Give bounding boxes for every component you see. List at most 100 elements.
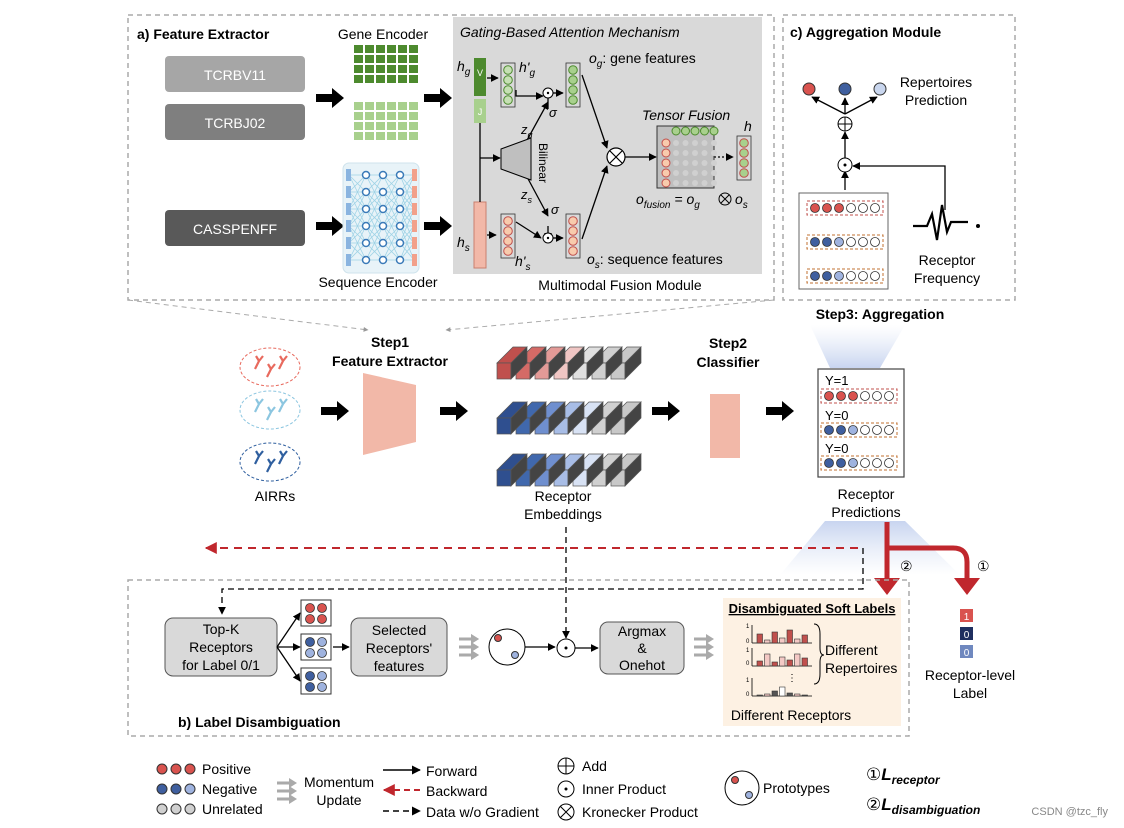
topk-dot [317, 637, 327, 647]
soft-labels-panel [723, 598, 901, 726]
vector-unit [568, 246, 578, 256]
soft-labels-title: Disambiguated Soft Labels [729, 601, 896, 616]
vector-frame [565, 213, 581, 259]
receptor-icon [278, 450, 288, 465]
tensor-cell [692, 170, 698, 176]
aggregation-panel [782, 14, 1016, 301]
row-dot [824, 425, 834, 435]
momentum-arrowhead [471, 634, 479, 644]
row-dot [884, 425, 894, 435]
soft-label-bar [779, 686, 786, 697]
classifier-block [710, 394, 740, 458]
sigma-g-label: σ [549, 105, 558, 120]
bilinear-block [500, 137, 532, 181]
topk-label-1: Top-K [203, 621, 240, 637]
encoder-cell [387, 122, 396, 130]
legend-l-disambiguation: ②Ldisambiguation [866, 795, 980, 817]
vector-unit [568, 216, 578, 226]
tensor-gene-unit [681, 126, 690, 136]
legend-l-receptor: ①Lreceptor [866, 765, 941, 787]
gene-encoder-grid-j [354, 102, 418, 140]
aggregation-receptor-rows [806, 200, 884, 284]
encoder-cell [398, 55, 407, 63]
repertoires-brace [813, 623, 825, 685]
encoder-cell [387, 55, 396, 63]
embedding-bar-side [605, 453, 623, 487]
aggregation-title: c) Aggregation Module [790, 24, 941, 40]
tensor-gene-unit [709, 126, 719, 136]
multimodal-fusion-label: Multimodal Fusion Module [538, 277, 702, 293]
encoder-token [412, 186, 417, 198]
soft-label-bar [786, 692, 793, 697]
receptor-level-label-1: Receptor-level [925, 667, 1015, 683]
panel-a-arrows [316, 88, 452, 236]
momentum-bar [277, 789, 289, 793]
soft-label-bar [801, 694, 808, 697]
prediction-y0b: Y=0 [825, 441, 849, 456]
row-dot [858, 237, 868, 247]
receptor-predictions-label-1: Receptor [838, 486, 895, 502]
panel-a-connector-right [445, 299, 775, 333]
receptor-embeddings-label-1: Receptor [535, 488, 592, 504]
tensor-cell [701, 170, 708, 176]
encoder-cell [376, 65, 385, 73]
label-disambiguation-panel [127, 579, 910, 737]
row-dot [824, 458, 834, 468]
vector-unit [739, 148, 749, 158]
momentum-arrowhead [706, 634, 714, 644]
row-dot [810, 271, 820, 281]
loss-2-marker: ② [900, 558, 913, 574]
tensor-cell [711, 150, 717, 156]
topk-group-frame [300, 633, 332, 661]
row-dot [872, 425, 882, 435]
encoder-cell [409, 112, 418, 120]
receptor-icon [254, 355, 264, 370]
axis-one-3: 1 [746, 678, 750, 684]
selected-label-3: features [374, 658, 425, 674]
encoder-cell [376, 75, 385, 83]
encoder-cell [409, 65, 418, 73]
h-prime-s-label: h's [515, 253, 530, 273]
soft-label-bar [771, 631, 778, 644]
tensor-seq-unit [661, 178, 671, 188]
prediction-y1: Y=1 [825, 373, 849, 388]
row-dot [810, 237, 820, 247]
encoder-cell [354, 112, 363, 120]
watermark: CSDN @tzc_fly [1031, 806, 1108, 818]
legend-momentum-label-1: Momentum [304, 774, 374, 790]
step2-label-1: Step2 [709, 335, 747, 351]
pipeline-arrows [321, 401, 794, 421]
vector-unit [503, 95, 513, 105]
embedding-bar-front [496, 417, 512, 435]
row-dot [858, 271, 868, 281]
row-frame [806, 268, 884, 284]
encoder-token [412, 220, 417, 232]
add-operator [837, 116, 853, 132]
vector-frame [736, 135, 752, 181]
tensor-cell [673, 180, 679, 186]
soft-label-bar [764, 693, 771, 697]
encoder-node [378, 238, 388, 248]
embedding-bar-side [529, 346, 547, 380]
tensor-cell [682, 140, 689, 146]
encoder-node [361, 204, 371, 214]
z-s-label: zs [520, 187, 533, 205]
row-dot [860, 425, 870, 435]
input-cdr3-text: CASSPENFF [193, 221, 277, 237]
h-output-label: h [744, 118, 752, 134]
sequence-encoder-label: Sequence Encoder [318, 274, 437, 290]
encoder-cell [376, 55, 385, 63]
input-tcrbv-text: TCRBV11 [204, 67, 266, 83]
airr-repertoire [239, 390, 301, 430]
receptor-embeddings-label-2: Embeddings [524, 506, 602, 522]
topk-dot [305, 603, 315, 613]
legend-forward-label: Forward [426, 763, 477, 779]
row-dot [870, 271, 880, 281]
legend-positive-dots [156, 763, 196, 775]
encoder-edge [348, 174, 367, 210]
encoder-edge [365, 208, 384, 244]
vector-unit [503, 226, 513, 236]
tensor-cell [701, 160, 708, 166]
encoder-token [346, 203, 351, 215]
vector-unit [739, 168, 749, 178]
